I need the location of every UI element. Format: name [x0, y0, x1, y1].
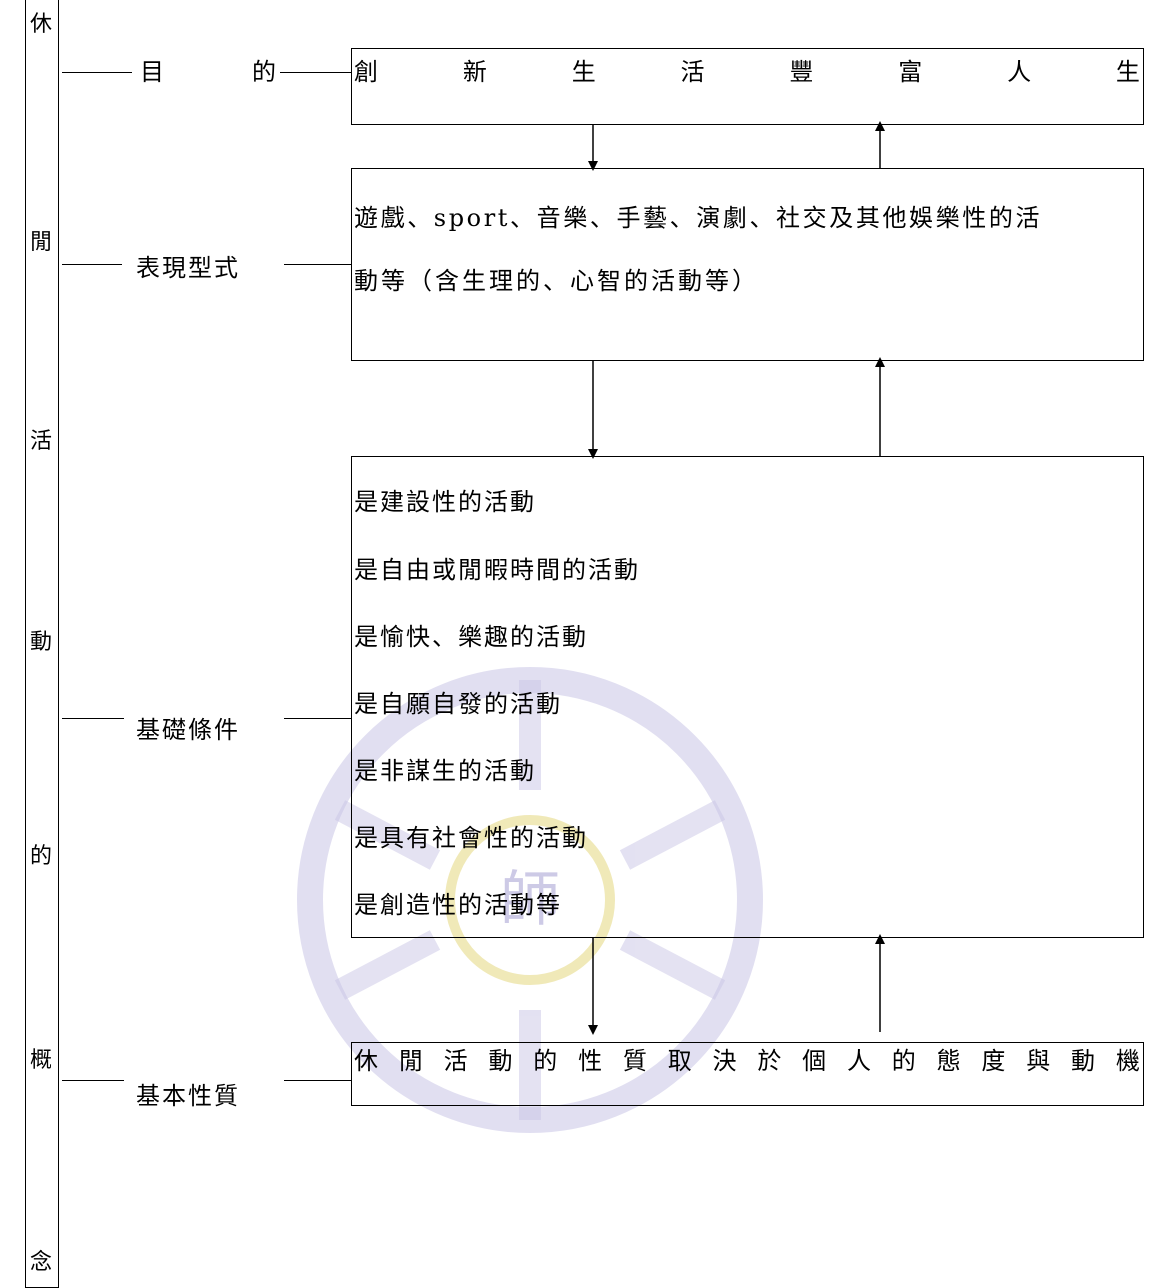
- nature-char: 性: [578, 1047, 603, 1075]
- expression-line: 遊戲、sport、音樂、手藝、演劇、社交及其他娛樂性的活: [354, 204, 1043, 232]
- concept-char: 活: [29, 429, 52, 454]
- connector-line: [284, 718, 352, 719]
- concept-char: 的: [29, 844, 52, 869]
- basic-nature-content: 休 閒 活 動 的 性 質 取 決 於 個 人 的 態 度 與 動 機: [354, 1049, 1140, 1073]
- purpose-char: 新: [462, 58, 487, 86]
- connector-line: [62, 718, 124, 719]
- concept-char: 休: [29, 12, 52, 37]
- purpose-char: 人: [1007, 58, 1032, 86]
- purpose-char: 豐: [789, 58, 814, 86]
- watermark-text: 師: [500, 865, 560, 935]
- nature-char: 態: [936, 1047, 961, 1075]
- nature-char: 個: [802, 1047, 827, 1075]
- nature-char: 人: [846, 1047, 871, 1075]
- purpose-char: 創: [354, 58, 378, 86]
- condition-item: 是非謀生的活動: [354, 757, 536, 785]
- expression-line: 動等（含生理的、心智的活動等）: [354, 267, 759, 295]
- purpose-label-left: 目: [140, 58, 164, 86]
- nature-char: 機: [1115, 1047, 1140, 1075]
- expression-box: [351, 168, 1144, 361]
- purpose-char: 富: [898, 58, 923, 86]
- concept-char: 閒: [29, 230, 52, 255]
- connector-line: [284, 1080, 352, 1081]
- nature-char: 活: [443, 1047, 468, 1075]
- connector-line: [280, 72, 352, 73]
- nature-char: 決: [712, 1047, 737, 1075]
- condition-item: 是自願自發的活動: [354, 690, 562, 718]
- basic-conditions-label: 基礎條件: [136, 716, 240, 744]
- nature-char: 取: [667, 1047, 692, 1075]
- condition-item: 是愉快、樂趣的活動: [354, 623, 588, 651]
- nature-char: 休: [354, 1047, 378, 1075]
- basic-conditions-box: [351, 456, 1144, 938]
- nature-char: 質: [622, 1047, 647, 1075]
- nature-char: 的: [891, 1047, 916, 1075]
- nature-char: 與: [1026, 1047, 1051, 1075]
- connector-line: [62, 72, 132, 73]
- connector-line: [62, 264, 122, 265]
- purpose-char: 生: [571, 58, 596, 86]
- connector-line: [284, 264, 352, 265]
- university-seal-watermark: 師: [297, 667, 763, 1133]
- condition-item: 是具有社會性的活動: [354, 824, 588, 852]
- purpose-box: [351, 48, 1144, 125]
- basic-nature-box: [351, 1042, 1144, 1106]
- purpose-char: 生: [1115, 58, 1140, 86]
- condition-item: 是建設性的活動: [354, 488, 536, 516]
- connector-line: [62, 1080, 124, 1081]
- purpose-content: 創 新 生 活 豐 富 人 生: [354, 60, 1140, 84]
- nature-char: 閒: [398, 1047, 423, 1075]
- concept-char: 動: [29, 630, 52, 655]
- condition-item: 是自由或閒暇時間的活動: [354, 556, 640, 584]
- nature-char: 於: [757, 1047, 782, 1075]
- expression-label: 表現型式: [136, 254, 240, 282]
- nature-char: 度: [981, 1047, 1006, 1075]
- concept-char: 概: [29, 1048, 52, 1073]
- basic-conditions-list: 是建設性的活動 是自由或閒暇時間的活動 是愉快、樂趣的活動 是自願自發的活動 是…: [354, 490, 640, 917]
- nature-char: 動: [1071, 1047, 1095, 1075]
- basic-nature-label: 基本性質: [136, 1082, 240, 1110]
- nature-char: 的: [533, 1047, 558, 1075]
- purpose-char: 活: [680, 58, 705, 86]
- condition-item: 是創造性的活動等: [354, 891, 562, 919]
- nature-char: 動: [488, 1047, 513, 1075]
- concept-char: 念: [29, 1250, 52, 1275]
- purpose-label-right: 的: [252, 58, 276, 86]
